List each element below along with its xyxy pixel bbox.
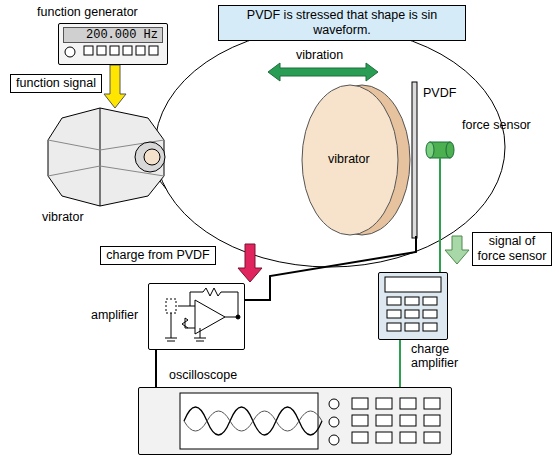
note-box: PVDF is stressed that shape is sin wavef… xyxy=(218,5,466,41)
vibrator-disk xyxy=(302,85,410,235)
cable xyxy=(155,350,157,387)
signal-label: charge from PVDF xyxy=(105,248,211,263)
device-name: charge amplifier xyxy=(411,343,475,371)
oscilloscope: oscilloscope xyxy=(138,387,452,455)
part-name: vibrator xyxy=(328,152,370,167)
device-name: vibrator xyxy=(42,210,84,225)
signal-arrow xyxy=(445,236,469,264)
amplifier-circuit xyxy=(148,283,245,350)
generator-body xyxy=(58,23,168,65)
signal-label: function signal xyxy=(15,76,97,91)
signal-label: signal of force sensor xyxy=(477,234,547,264)
pvdf-film xyxy=(412,82,417,238)
signal-arrow xyxy=(104,65,126,108)
signal-label-box: charge from PVDF xyxy=(100,246,216,265)
motion-label: vibration xyxy=(296,48,343,63)
signal-label-box: function signal xyxy=(10,74,102,93)
charge-arrow xyxy=(238,244,262,282)
charge-amplifier: charge amplifier xyxy=(378,272,448,340)
part-name: PVDF xyxy=(423,86,456,101)
device-name: function generator xyxy=(37,5,138,20)
amplifier: amplifier xyxy=(148,283,245,350)
frequency-display: 200.000 Hz xyxy=(63,27,163,43)
vibration-arrow xyxy=(268,63,378,81)
vibrator: vibrator xyxy=(48,108,164,206)
vibrator-body xyxy=(48,108,165,206)
function-generator: function generator200.000 Hz xyxy=(58,23,168,65)
device-name: amplifier xyxy=(91,308,138,323)
oscilloscope-body xyxy=(138,387,452,455)
sensor-cable xyxy=(439,158,441,272)
signal-label-box: signal of force sensor xyxy=(472,232,552,266)
device-name: oscilloscope xyxy=(169,368,237,383)
note-text: PVDF is stressed that shape is sin wavef… xyxy=(225,8,459,38)
cable xyxy=(399,340,401,387)
part-name: force sensor xyxy=(462,118,531,133)
force-sensor xyxy=(426,142,454,158)
zoom-ellipse xyxy=(155,27,505,267)
charge-amplifier-body xyxy=(378,272,448,340)
